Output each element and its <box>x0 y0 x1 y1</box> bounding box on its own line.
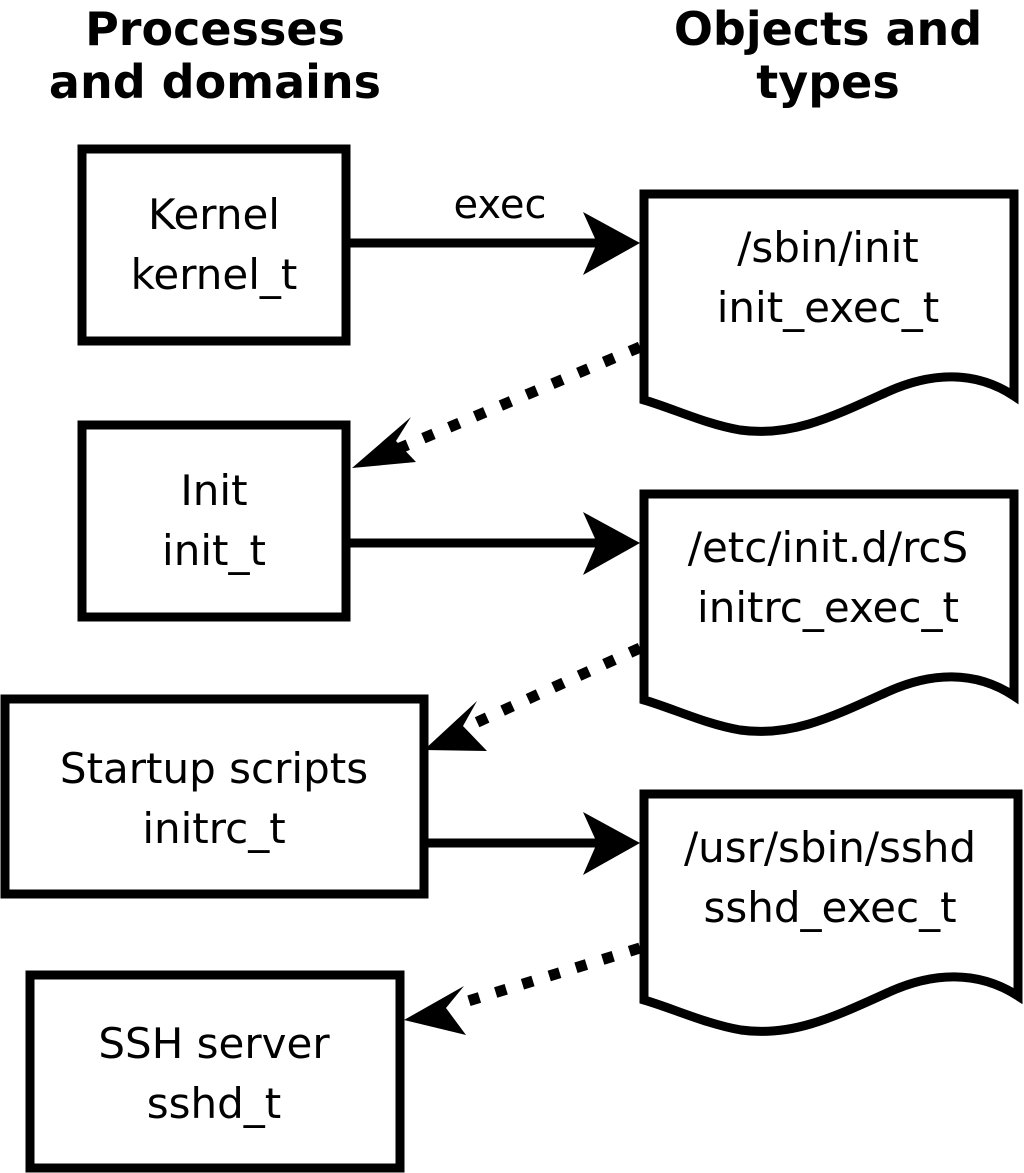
process-node-init-box <box>77 420 351 622</box>
edge-sshd-transition[interactable] <box>404 942 642 1035</box>
process-node-kernel-name: Kernel <box>148 190 280 239</box>
process-node-kernel[interactable]: Kernel kernel_t <box>77 144 351 346</box>
object-node-usr-sbin-sshd[interactable]: /usr/sbin/sshd sshd_exec_t <box>639 789 1023 1036</box>
edge-label-exec: exec <box>454 182 547 228</box>
process-node-ssh-server-name: SSH server <box>98 1019 330 1068</box>
object-node-etc-initd-rcs[interactable]: /etc/init.d/rcS initrc_exec_t <box>639 489 1019 736</box>
process-node-ssh-server[interactable]: SSH server sshd_t <box>25 970 405 1173</box>
object-node-usr-sbin-sshd-path: /usr/sbin/sshd <box>684 823 976 872</box>
column-title-processes: Processes and domains <box>49 2 381 109</box>
object-node-etc-initd-rcs-shape <box>639 489 1019 736</box>
process-node-ssh-server-box <box>25 970 405 1173</box>
process-node-kernel-type: kernel_t <box>131 250 298 299</box>
edge-kernel-exec-init[interactable]: exec <box>350 182 640 275</box>
process-node-kernel-box <box>77 144 351 346</box>
process-node-init[interactable]: Init init_t <box>77 420 351 622</box>
object-node-sbin-init-shape <box>639 189 1019 436</box>
edge-sshd-transition-line <box>453 942 642 1011</box>
processes-title-line1: Processes <box>85 2 345 56</box>
processes-title-line2: and domains <box>49 55 381 109</box>
edge-initrc-transition[interactable] <box>424 642 643 751</box>
process-node-startup-scripts-box <box>0 694 429 899</box>
column-title-objects: Objects and types <box>674 2 982 109</box>
process-node-startup-scripts-name: Startup scripts <box>60 744 368 793</box>
edge-initrc-exec-sshd[interactable] <box>428 812 640 875</box>
edge-init-transition-arrowhead <box>352 417 416 468</box>
process-node-startup-scripts[interactable]: Startup scripts initrc_t <box>0 694 429 899</box>
edge-init-exec-rcs-arrowhead <box>583 512 640 575</box>
object-node-sbin-init-type: init_exec_t <box>717 283 940 332</box>
process-node-startup-scripts-type: initrc_t <box>142 804 285 853</box>
object-node-sbin-init-path: /sbin/init <box>737 223 919 272</box>
object-node-usr-sbin-sshd-shape <box>639 789 1023 1036</box>
edge-sshd-transition-arrowhead <box>404 986 466 1035</box>
edge-initrc-transition-arrowhead <box>424 701 487 751</box>
object-node-etc-initd-rcs-path: /etc/init.d/rcS <box>688 523 968 572</box>
edge-init-exec-rcs[interactable] <box>350 512 640 575</box>
process-node-init-name: Init <box>180 466 247 515</box>
edge-initrc-transition-line <box>457 642 643 736</box>
process-node-init-type: init_t <box>162 526 266 575</box>
edge-initrc-exec-sshd-arrowhead <box>583 812 640 875</box>
object-node-usr-sbin-sshd-type: sshd_exec_t <box>703 883 956 932</box>
object-node-sbin-init[interactable]: /sbin/init init_exec_t <box>639 189 1019 436</box>
objects-title-line2: types <box>756 55 899 109</box>
edge-init-transition[interactable] <box>352 341 643 468</box>
process-node-ssh-server-type: sshd_t <box>147 1079 282 1128</box>
object-node-etc-initd-rcs-type: initrc_exec_t <box>697 583 959 632</box>
objects-title-line1: Objects and <box>674 2 982 56</box>
edge-init-transition-line <box>397 341 643 454</box>
edge-kernel-exec-init-arrowhead <box>583 212 640 275</box>
